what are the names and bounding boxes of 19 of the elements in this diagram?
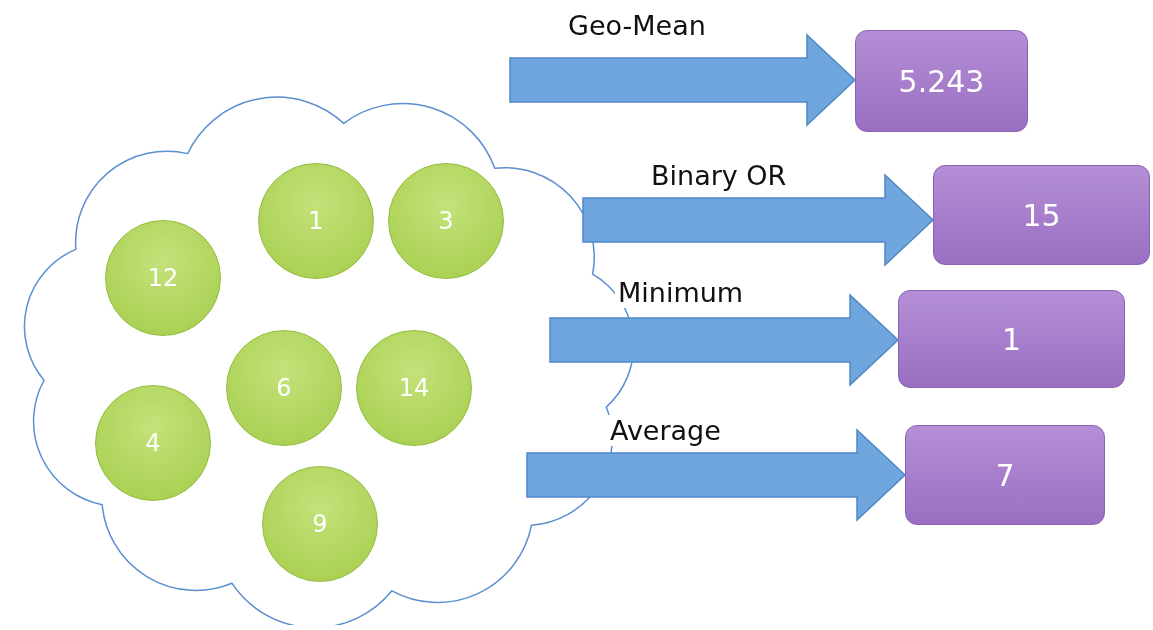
number-value: 3 bbox=[438, 207, 454, 235]
block-arrow bbox=[509, 33, 857, 127]
result-box bbox=[898, 290, 1125, 388]
result-box bbox=[855, 30, 1028, 132]
block-arrow bbox=[582, 173, 935, 267]
number-value: 12 bbox=[147, 264, 179, 292]
number-value: 5.243 bbox=[898, 63, 985, 99]
number-value: 1 bbox=[1001, 321, 1022, 357]
result-box bbox=[905, 425, 1105, 525]
number-value: 9 bbox=[312, 510, 328, 538]
block-arrow bbox=[549, 293, 900, 387]
number-value: 6 bbox=[276, 374, 292, 402]
number-value: 14 bbox=[398, 374, 430, 402]
number-value: 1 bbox=[308, 207, 324, 235]
block-arrow bbox=[526, 428, 907, 522]
number-value: 4 bbox=[145, 429, 161, 457]
result-box bbox=[933, 165, 1150, 265]
number-value: 7 bbox=[995, 457, 1015, 493]
number-value: 15 bbox=[1022, 197, 1061, 233]
